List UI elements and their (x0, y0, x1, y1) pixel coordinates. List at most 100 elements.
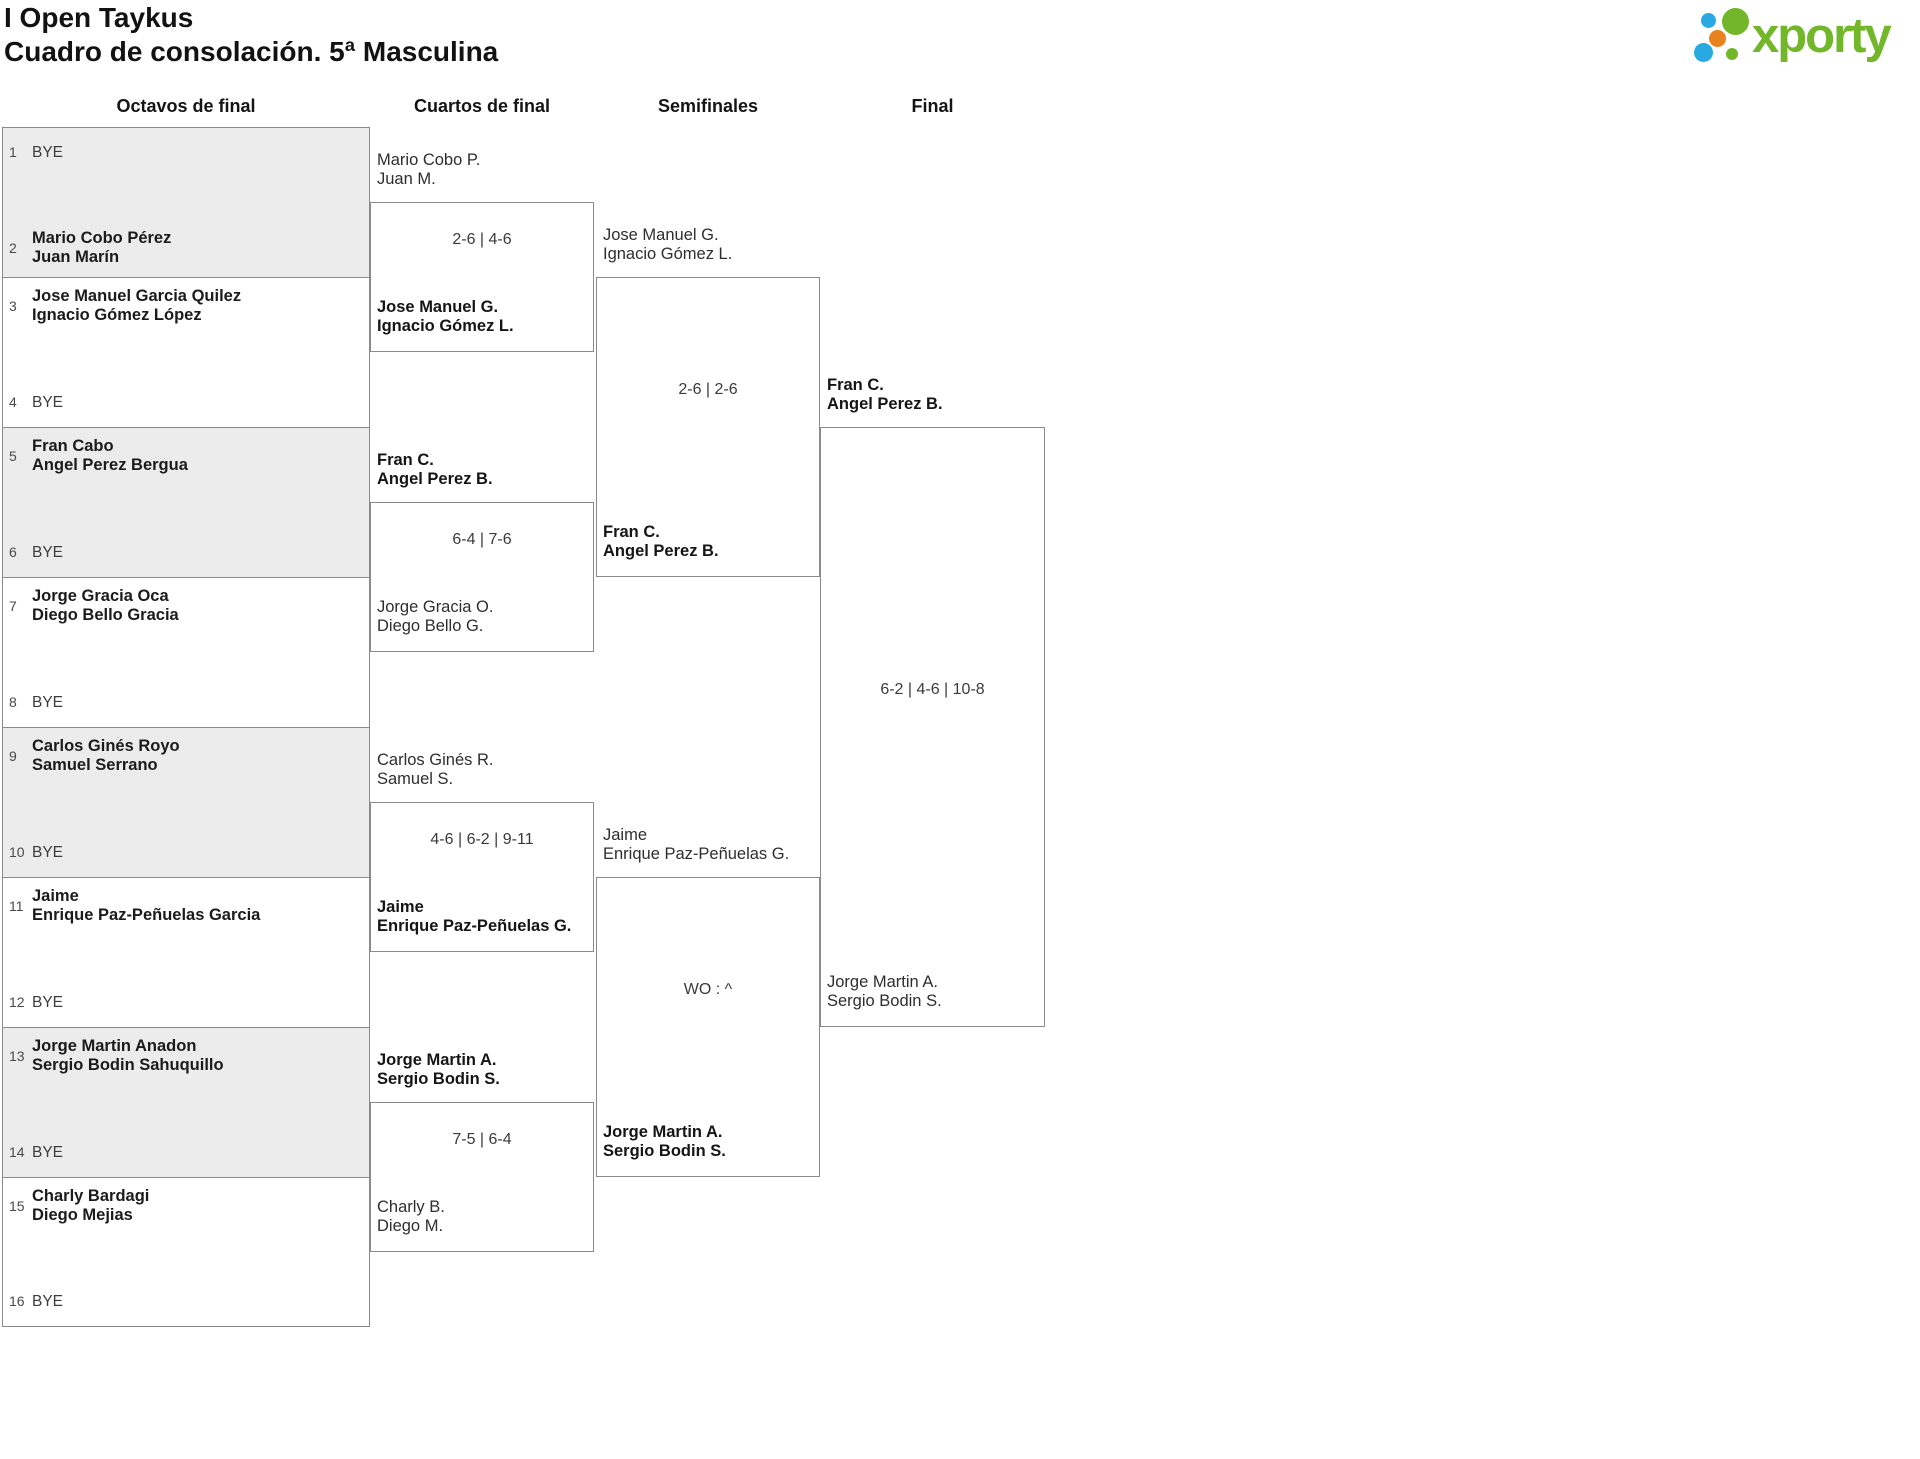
team-name-line: Jaime (603, 826, 648, 844)
team-name-line: Jorge Martin A. (377, 1051, 497, 1069)
logo-dot (1709, 30, 1726, 47)
team-name[interactable]: Jose Manuel G.Ignacio Gómez L. (603, 226, 732, 264)
team-names: BYE (32, 1292, 63, 1311)
team-name-line: Diego Bello G. (377, 617, 484, 635)
match-score: 6-4 | 7-6 (452, 531, 512, 548)
final-match-box (820, 427, 1045, 1027)
team-name[interactable]: Jorge Martin A.Sergio Bodin S. (603, 1123, 726, 1161)
team-name[interactable]: Fran C.Angel Perez B. (827, 376, 943, 414)
team-name-line: Ignacio Gómez L. (377, 317, 514, 335)
team-names: BYE (32, 393, 63, 412)
team-name-line: Angel Perez Bergua (32, 456, 188, 474)
team-name-line: Jose Manuel G. (603, 226, 719, 244)
team-name-line: Fran C. (827, 376, 884, 394)
team-name-line: Fran C. (603, 523, 660, 541)
team-names: BYE (32, 843, 63, 862)
seed-number: 2 (9, 239, 17, 256)
team-name-line: Angel Perez B. (827, 395, 943, 413)
team-name-line: BYE (32, 544, 64, 561)
match-score: 2-6 | 4-6 (452, 231, 512, 248)
bracket-entry-bye: 14 BYE (3, 1143, 369, 1177)
team-name-line: Angel Perez B. (377, 470, 493, 488)
team-name[interactable]: Jorge Martin A.Sergio Bodin S. (827, 973, 942, 1011)
team-names: BYE (32, 993, 63, 1012)
team-name-line: Sergio Bodin S. (603, 1142, 726, 1160)
team-name[interactable]: Fran C.Angel Perez B. (603, 523, 719, 561)
seed-number: 13 (9, 1047, 25, 1064)
semifinales-match-box (596, 877, 820, 1177)
team-name-line: Juan M. (377, 170, 436, 188)
seed-number: 10 (9, 844, 25, 860)
seed-number: 11 (9, 897, 24, 914)
cuartos-match-box (370, 802, 594, 952)
round-header-cuartos: Cuartos de final (413, 96, 551, 116)
match-score: 6-2 | 4-6 | 10-8 (880, 681, 985, 698)
team-name-line: Jaime (32, 887, 79, 905)
team-name-line: Angel Perez B. (603, 542, 719, 560)
team-name-line: Samuel S. (377, 770, 454, 788)
match-score: 7-5 | 6-4 (452, 1131, 512, 1148)
bracket-entry-bye: 16 BYE (3, 1292, 369, 1326)
team-name-line: Diego Mejias (32, 1206, 133, 1224)
team-name-line: Charly B. (377, 1198, 445, 1216)
cuartos-match-box (370, 502, 594, 652)
page-header: I Open Taykus Cuadro de consolación. 5ª … (4, 1, 498, 69)
round-header-final: Final (911, 96, 954, 116)
team-name-line: Fran C. (377, 451, 434, 469)
team-name-line: BYE (32, 694, 64, 711)
seed-number: 1 (9, 144, 17, 160)
team-name[interactable]: Jose Manuel G.Ignacio Gómez L. (377, 298, 514, 336)
team-name-line: BYE (32, 1144, 64, 1161)
page-title: I Open Taykus (4, 2, 194, 33)
logo-dot (1726, 48, 1738, 60)
team-name-line: Ignacio Gómez López (32, 306, 202, 324)
team-name-line: Carlos Ginés Royo (32, 737, 180, 755)
team-name-line: BYE (32, 844, 64, 861)
team-name[interactable]: Mario Cobo P.Juan M. (377, 151, 480, 189)
team-name-line: Diego Bello Gracia (32, 606, 179, 624)
team-names: BYE (32, 1143, 63, 1162)
seed-number: 16 (9, 1293, 25, 1309)
seed-number: 6 (9, 544, 17, 560)
team-name-line: Jorge Martin A. (603, 1123, 723, 1141)
team-name[interactable]: Charly B.Diego M. (377, 1198, 445, 1236)
team-name-line: BYE (32, 394, 64, 411)
team-name[interactable]: Jorge Martin A.Sergio Bodin S. (377, 1051, 500, 1089)
seed-number: 7 (9, 597, 17, 614)
team-names: BYE (32, 693, 63, 712)
team-name-line: Enrique Paz-Peñuelas Garcia (32, 906, 261, 924)
bracket-entry-bye: 10 BYE (3, 843, 369, 877)
team-name[interactable]: Jorge Gracia O.Diego Bello G. (377, 598, 493, 636)
seed-number: 9 (9, 747, 17, 764)
team-name[interactable]: Carlos Ginés R.Samuel S. (377, 751, 493, 789)
xporty-logo[interactable]: xporty (1690, 0, 1920, 70)
logo-text: xporty (1752, 9, 1892, 63)
seed-number: 14 (9, 1144, 25, 1160)
team-name[interactable]: Fran C.Angel Perez B. (377, 451, 493, 489)
team-name-line: Ignacio Gómez L. (603, 245, 733, 263)
team-name-line: Mario Cobo P. (377, 151, 481, 169)
seed-number: 15 (9, 1197, 25, 1214)
